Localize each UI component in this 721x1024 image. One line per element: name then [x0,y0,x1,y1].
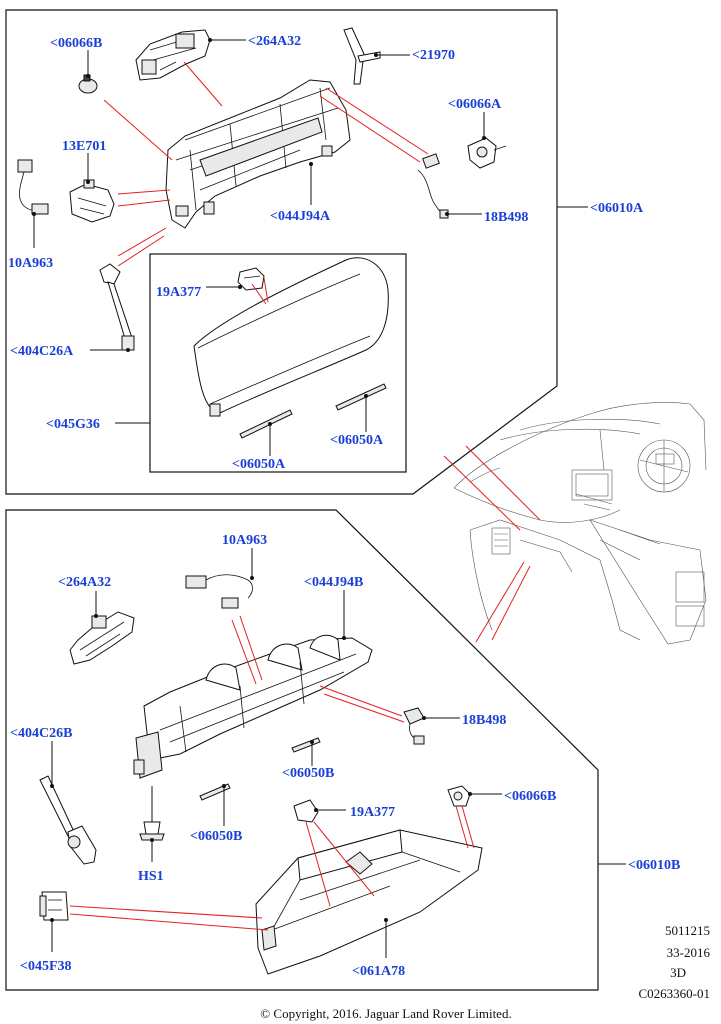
label-19A377-lower: 19A377 [350,805,395,820]
bumper-06066B-upper [78,74,98,94]
label-21970: <21970 [412,48,455,63]
red-leader-lines-upper [103,61,429,305]
upper-frame [5,9,558,495]
pin-06050B-left [199,783,231,801]
info-line-2: 33-2016 [667,945,711,960]
glovebox-lid-045G36 [193,257,389,417]
pin-06050A-bottom [239,409,293,439]
label-061A78: <061A78 [352,964,405,979]
harness-10A963-upper [17,159,49,215]
sensor-wire-18B498-upper [417,153,449,219]
glovebox-housing-044J94A [165,79,351,229]
switch-13E701 [69,179,115,223]
vehicle-interior-sketch [453,402,707,645]
label-18B498-upper: 18B498 [484,210,528,225]
latch-264A32-lower [69,611,135,665]
sensor-18B498-lower [403,707,425,745]
clip-19A377-lower [293,799,319,823]
bumper-06066B-lower [447,785,471,807]
info-line-1: 5011215 [665,923,710,938]
label-06066A: <06066A [448,97,502,112]
label-044J94A: <044J94A [270,209,331,224]
bumper-06066A-upper [467,137,507,169]
label-06066B-upper: <06066B [50,36,102,51]
glovebox-lid-inset-frame [149,253,407,473]
label-06050B-left: <06050B [190,829,242,844]
bracket-21970 [343,27,381,85]
lower-frame [5,509,599,991]
pin-06050B-right [291,737,321,753]
red-leader-lines-lower [69,615,475,931]
damper-404C26A [99,263,135,351]
label-06050B-right: <06050B [282,766,334,781]
label-06050A-bottom: <06050A [232,457,286,472]
copyright-notice: © Copyright, 2016. Jaguar Land Rover Lim… [260,1006,511,1021]
red-leader-lines-vehicle [443,445,541,643]
label-264A32-upper: <264A32 [248,34,301,49]
drawing-info: 5011215 33-2016 3D C0263360-01 [639,923,711,1001]
info-line-3: 3D [670,965,686,980]
labels-lower: 10A963 <264A32 <044J94B <404C26B 18B498 … [10,533,680,979]
label-06010B: <06010B [628,858,680,873]
glovebox-bin-061A78 [255,829,483,975]
label-06066B-lower: <06066B [504,789,556,804]
label-045G36: <045G36 [46,417,100,432]
lower-assembly-group [5,509,626,991]
label-10A963-lower: 10A963 [222,533,267,548]
label-404C26A: <404C26A [10,344,74,359]
clip-045F38 [39,891,69,921]
label-06010A: <06010A [590,201,644,216]
pin-06050A-right [335,383,387,411]
latch-264A32-upper [135,29,211,81]
label-06050A-right: <06050A [330,433,384,448]
label-HS1: HS1 [138,869,164,884]
label-264A32-lower: <264A32 [58,575,111,590]
info-line-4: C0263360-01 [639,986,711,1001]
clip-19A377-upper [237,267,265,291]
label-404C26B: <404C26B [10,726,72,741]
label-13E701: 13E701 [62,139,106,154]
label-18B498-lower: 18B498 [462,713,506,728]
fastener-HS1 [139,821,165,841]
upper-assembly-group [5,9,588,495]
label-19A377-upper: 19A377 [156,285,201,300]
label-044J94B: <044J94B [304,575,363,590]
harness-10A963-lower [185,574,253,609]
labels-upper: <06066B <264A32 <21970 <06066A 13E701 10… [8,34,644,472]
damper-404C26B [39,775,97,865]
label-045F38: <045F38 [20,959,72,974]
label-10A963-upper: 10A963 [8,256,53,271]
glovebox-housing-044J94B [133,634,373,779]
